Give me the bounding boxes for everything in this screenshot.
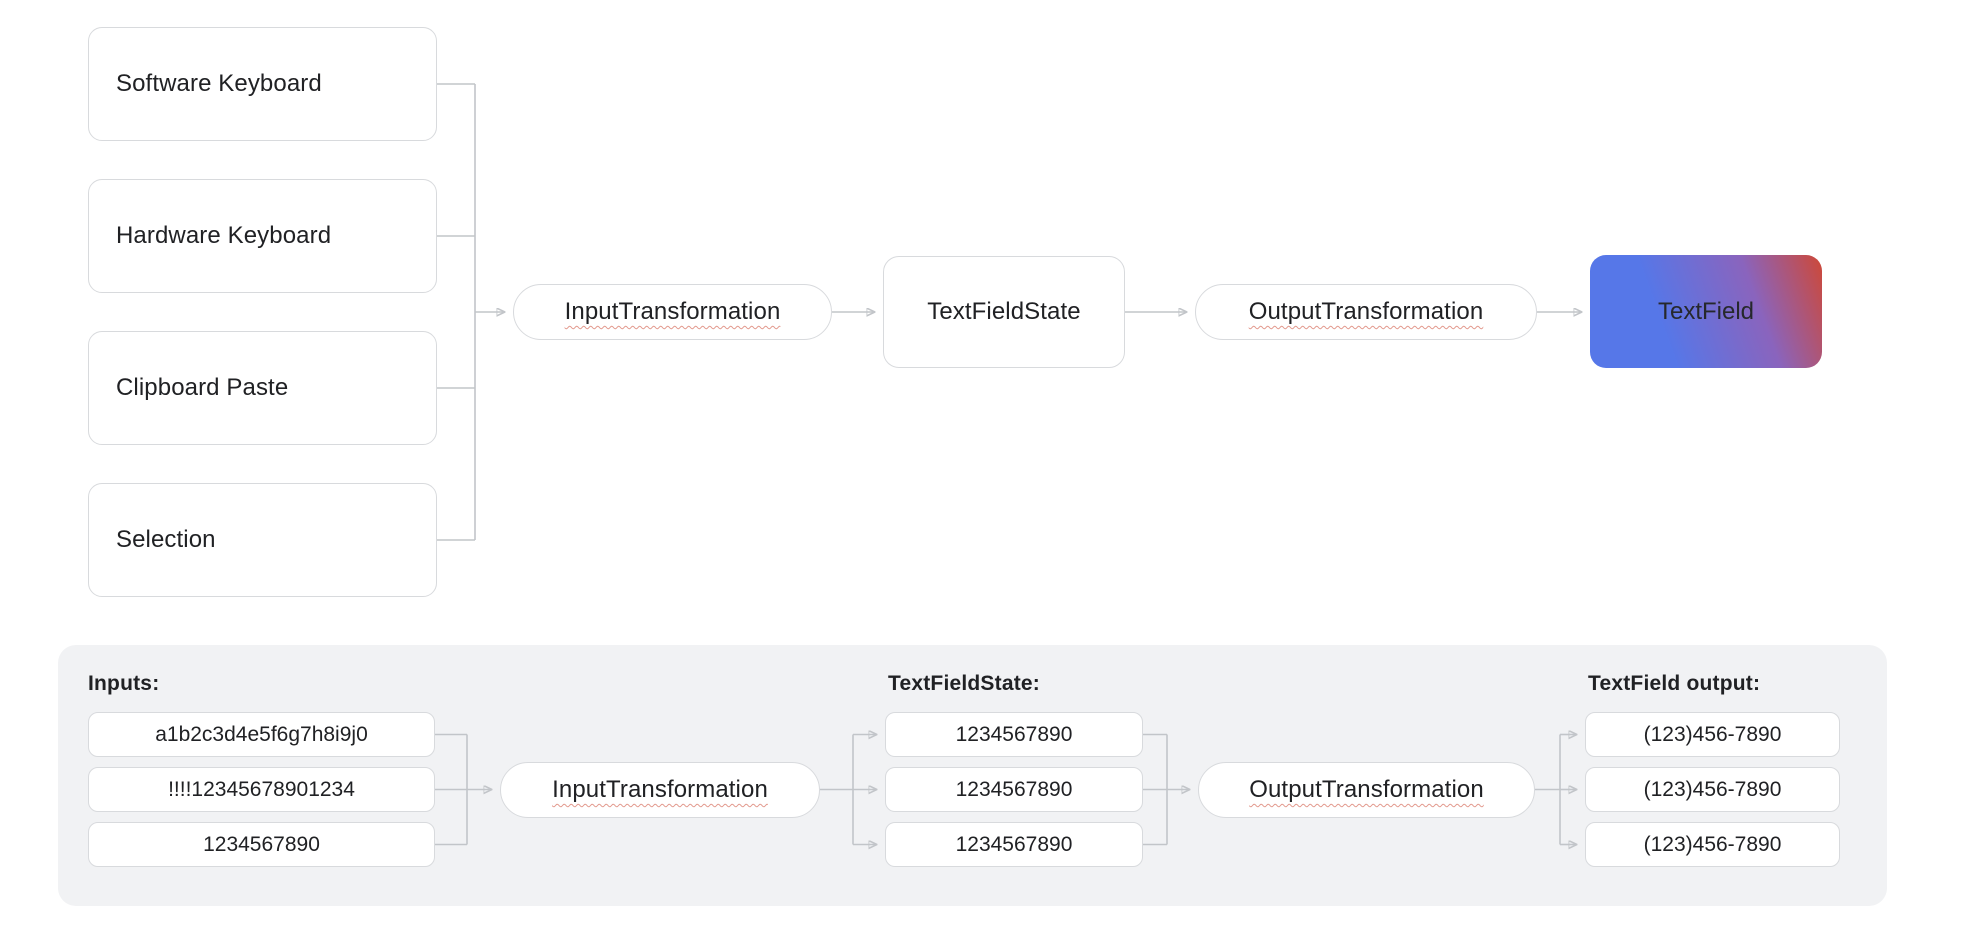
input-transformation-label: InputTransformation [564, 298, 781, 325]
state-column-label: TextFieldState: [888, 672, 1040, 695]
example-output-transformation-node: OutputTransformation [1198, 762, 1535, 818]
input-value: 1234567890 [203, 832, 320, 856]
output-value: (123)456-7890 [1643, 832, 1782, 856]
source-label: Selection [116, 526, 216, 553]
state-value-box: 1234567890 [885, 767, 1143, 812]
state-value-box: 1234567890 [885, 712, 1143, 757]
input-value-box: a1b2c3d4e5f6g7h8i9j0 [88, 712, 435, 757]
example-input-transformation-node: InputTransformation [500, 762, 820, 818]
input-value-box: !!!!12345678901234 [88, 767, 435, 812]
source-label: Clipboard Paste [116, 374, 289, 401]
output-value-box: (123)456-7890 [1585, 822, 1840, 867]
text-field-node: TextField [1590, 255, 1822, 368]
output-transformation-label: OutputTransformation [1248, 298, 1484, 325]
input-value: !!!!12345678901234 [168, 777, 355, 801]
source-box-software-keyboard: Software Keyboard [88, 27, 437, 141]
output-transformation-node: OutputTransformation [1195, 284, 1537, 340]
example-input-transformation-label: InputTransformation [552, 776, 768, 803]
source-box-hardware-keyboard: Hardware Keyboard [88, 179, 437, 293]
output-value-box: (123)456-7890 [1585, 767, 1840, 812]
state-value-box: 1234567890 [885, 822, 1143, 867]
text-field-state-node: TextFieldState [883, 256, 1125, 368]
source-label: Software Keyboard [116, 70, 322, 97]
input-value: a1b2c3d4e5f6g7h8i9j0 [155, 722, 368, 746]
output-column-label: TextField output: [1588, 672, 1761, 695]
output-value-box: (123)456-7890 [1585, 712, 1840, 757]
state-value: 1234567890 [955, 777, 1073, 801]
state-value: 1234567890 [955, 832, 1073, 856]
output-value: (123)456-7890 [1643, 722, 1782, 746]
input-transformation-node: InputTransformation [513, 284, 832, 340]
output-value: (123)456-7890 [1643, 777, 1782, 801]
state-value: 1234567890 [955, 722, 1073, 746]
source-label: Hardware Keyboard [116, 222, 332, 249]
source-box-clipboard-paste: Clipboard Paste [88, 331, 437, 445]
input-value-box: 1234567890 [88, 822, 435, 867]
inputs-label: Inputs: [88, 672, 160, 695]
source-box-selection: Selection [88, 483, 437, 597]
text-field-state-label: TextFieldState [927, 298, 1081, 325]
example-output-transformation-label: OutputTransformation [1249, 776, 1484, 803]
text-field-label: TextField [1657, 297, 1755, 325]
